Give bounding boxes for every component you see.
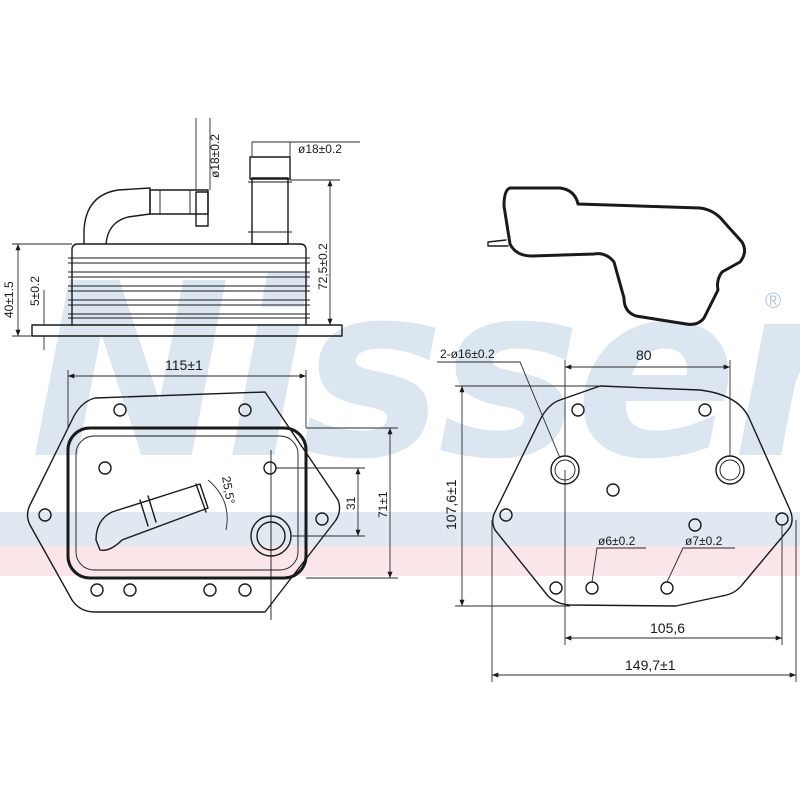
side-view-straight-pipe bbox=[251, 177, 289, 245]
dim-hole-small-b: ø7±0.2 bbox=[685, 534, 723, 548]
dim-pipe-angle: 25,5° bbox=[219, 475, 238, 505]
brand-watermark: Nissens bbox=[30, 232, 800, 512]
side-view: ø18±0.2 ø18±0.2 72,5±0.2 40±1.5 5±0.2 bbox=[2, 118, 360, 350]
dim-flange-width: 149,7±1 bbox=[625, 657, 676, 673]
dim-hole-small-a: ø6±0.2 bbox=[598, 534, 636, 548]
side-view-body bbox=[71, 243, 307, 326]
dim-port-spacing: 80 bbox=[636, 347, 652, 363]
top-view: 115±1 25,5° 31 71±1 bbox=[26, 357, 398, 620]
side-view-fins bbox=[68, 257, 310, 319]
dim-hole-spacing: 105,6 bbox=[650, 620, 685, 636]
side-view-bent-pipe bbox=[83, 187, 151, 245]
top-view-flange-plate bbox=[26, 391, 341, 613]
side-view-straight-pipe-top bbox=[249, 156, 291, 180]
background-stripe-red bbox=[0, 546, 800, 576]
dim-pipe-diameter-left: ø18±0.2 bbox=[208, 134, 222, 178]
flange-view-plate bbox=[492, 385, 793, 607]
dim-pipe-diameter-right: ø18±0.2 bbox=[298, 142, 342, 156]
dim-width: 115±1 bbox=[165, 357, 203, 373]
dim-height-inner: 31 bbox=[344, 496, 358, 510]
flange-view: 2-ø16±0.2 80 107,6±1 ø6±0.2 ø7±0.2 105,6… bbox=[437, 347, 797, 682]
top-view-mounting-holes bbox=[38, 403, 329, 597]
top-view-body bbox=[66, 426, 308, 580]
dim-port-holes: 2-ø16±0.2 bbox=[440, 347, 495, 361]
gasket bbox=[502, 186, 747, 326]
dim-height-outer: 71±1 bbox=[376, 491, 390, 518]
gasket-tab bbox=[487, 239, 509, 247]
registered-mark: ® bbox=[765, 288, 781, 313]
top-view-angled-pipe bbox=[95, 483, 209, 551]
side-view-flange bbox=[31, 324, 343, 337]
dim-pipe-height: 72,5±0.2 bbox=[316, 243, 330, 290]
dim-total-height: 40±1.5 bbox=[2, 281, 16, 318]
side-view-bent-pipe-end bbox=[149, 189, 209, 215]
dim-flange-height: 107,6±1 bbox=[443, 479, 459, 530]
background-stripe-blue bbox=[0, 512, 800, 546]
side-view-bent-pipe-collar bbox=[195, 191, 209, 227]
dim-flange-thickness: 5±0.2 bbox=[28, 276, 42, 306]
top-view-body-inner bbox=[75, 435, 299, 571]
